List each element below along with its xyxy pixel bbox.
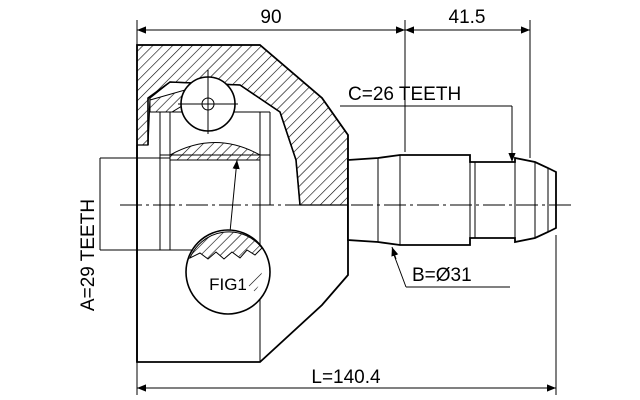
dim-label-inner-teeth: A=29 TEETH bbox=[78, 199, 99, 311]
dim-label-housing-length: 90 bbox=[260, 7, 281, 28]
dim-label-shaft-diameter: B=Ø31 bbox=[412, 265, 472, 286]
ball-bearing bbox=[178, 70, 238, 134]
leader-shaft-diameter bbox=[391, 246, 510, 288]
output-shaft bbox=[347, 154, 557, 246]
dim-label-spline-length: 41.5 bbox=[449, 7, 486, 28]
fig1-detail bbox=[185, 229, 271, 315]
leader-outer-teeth bbox=[340, 105, 516, 162]
joint-housing bbox=[136, 44, 349, 363]
dim-label-outer-teeth: C=26 TEETH bbox=[348, 84, 461, 105]
dim-label-total-length: L=140.4 bbox=[311, 367, 381, 388]
leader-fig1 bbox=[229, 159, 240, 233]
extension-lines bbox=[100, 20, 557, 395]
fig1-label: FIG1 bbox=[209, 275, 247, 294]
